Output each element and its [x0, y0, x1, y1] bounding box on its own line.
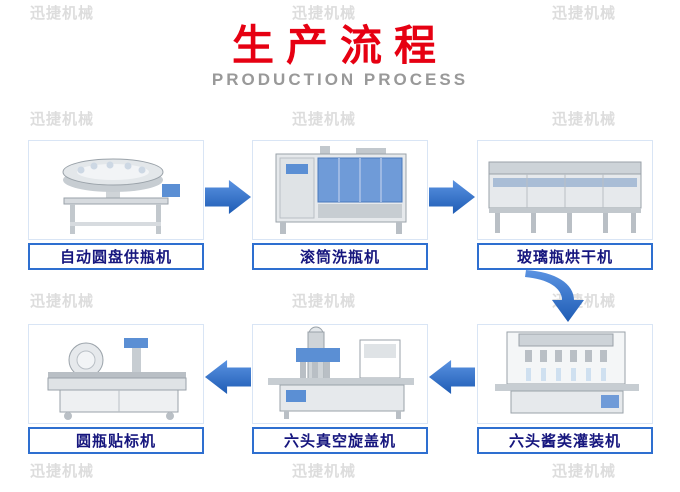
step-glass-bottle-dryer: 玻璃瓶烘干机: [477, 140, 653, 270]
vacuum-capping-machine-illustration-icon: [268, 326, 414, 419]
page-title: 生产流程: [231, 22, 448, 69]
disc-bottle-feeder-image: [28, 140, 204, 240]
vacuum-capping-machine-image: [252, 324, 428, 424]
glass-bottle-dryer-image: [477, 140, 653, 240]
disc-bottle-feeder-illustration-icon: [62, 158, 180, 234]
sauce-filling-machine-illustration-icon: [495, 331, 639, 414]
watermark-text: 迅捷机械: [292, 463, 357, 480]
watermark-text: 迅捷机械: [30, 111, 95, 128]
watermark-text: 迅捷机械: [292, 111, 357, 128]
round-bottle-labeler-illustration-icon: [47, 338, 187, 420]
watermark-text: 迅捷机械: [30, 293, 95, 310]
step-drum-bottle-washer: 滚筒洗瓶机: [252, 140, 428, 270]
step-label-sauce-filling-machine: 六头酱类灌装机: [477, 427, 653, 454]
drum-bottle-washer-illustration-icon: [275, 146, 407, 234]
watermark-text: 迅捷机械: [292, 5, 357, 22]
watermark-text: 迅捷机械: [552, 463, 617, 480]
drum-bottle-washer-image: [252, 140, 428, 240]
step-label-drum-bottle-washer: 滚筒洗瓶机: [252, 243, 428, 270]
flow-arrow-down-icon: [522, 266, 600, 331]
watermark-text: 迅捷机械: [292, 293, 357, 310]
step-label-glass-bottle-dryer: 玻璃瓶烘干机: [477, 243, 653, 270]
page-subtitle: PRODUCTION PROCESS: [211, 70, 469, 89]
round-bottle-labeler-image: [28, 324, 204, 424]
watermark-text: 迅捷机械: [30, 463, 95, 480]
step-label-disc-bottle-feeder: 自动圆盘供瓶机: [28, 243, 204, 270]
watermark-text: 迅捷机械: [552, 111, 617, 128]
glass-bottle-dryer-illustration-icon: [488, 161, 642, 233]
watermark-text: 迅捷机械: [552, 5, 617, 22]
step-disc-bottle-feeder: 自动圆盘供瓶机: [28, 140, 204, 270]
step-label-round-bottle-labeler: 圆瓶贴标机: [28, 427, 204, 454]
step-vacuum-capping-machine: 六头真空旋盖机: [252, 324, 428, 454]
step-sauce-filling-machine: 六头酱类灌装机: [477, 324, 653, 454]
step-label-vacuum-capping-machine: 六头真空旋盖机: [252, 427, 428, 454]
watermark-text: 迅捷机械: [30, 5, 95, 22]
sauce-filling-machine-image: [477, 324, 653, 424]
step-round-bottle-labeler: 圆瓶贴标机: [28, 324, 204, 454]
